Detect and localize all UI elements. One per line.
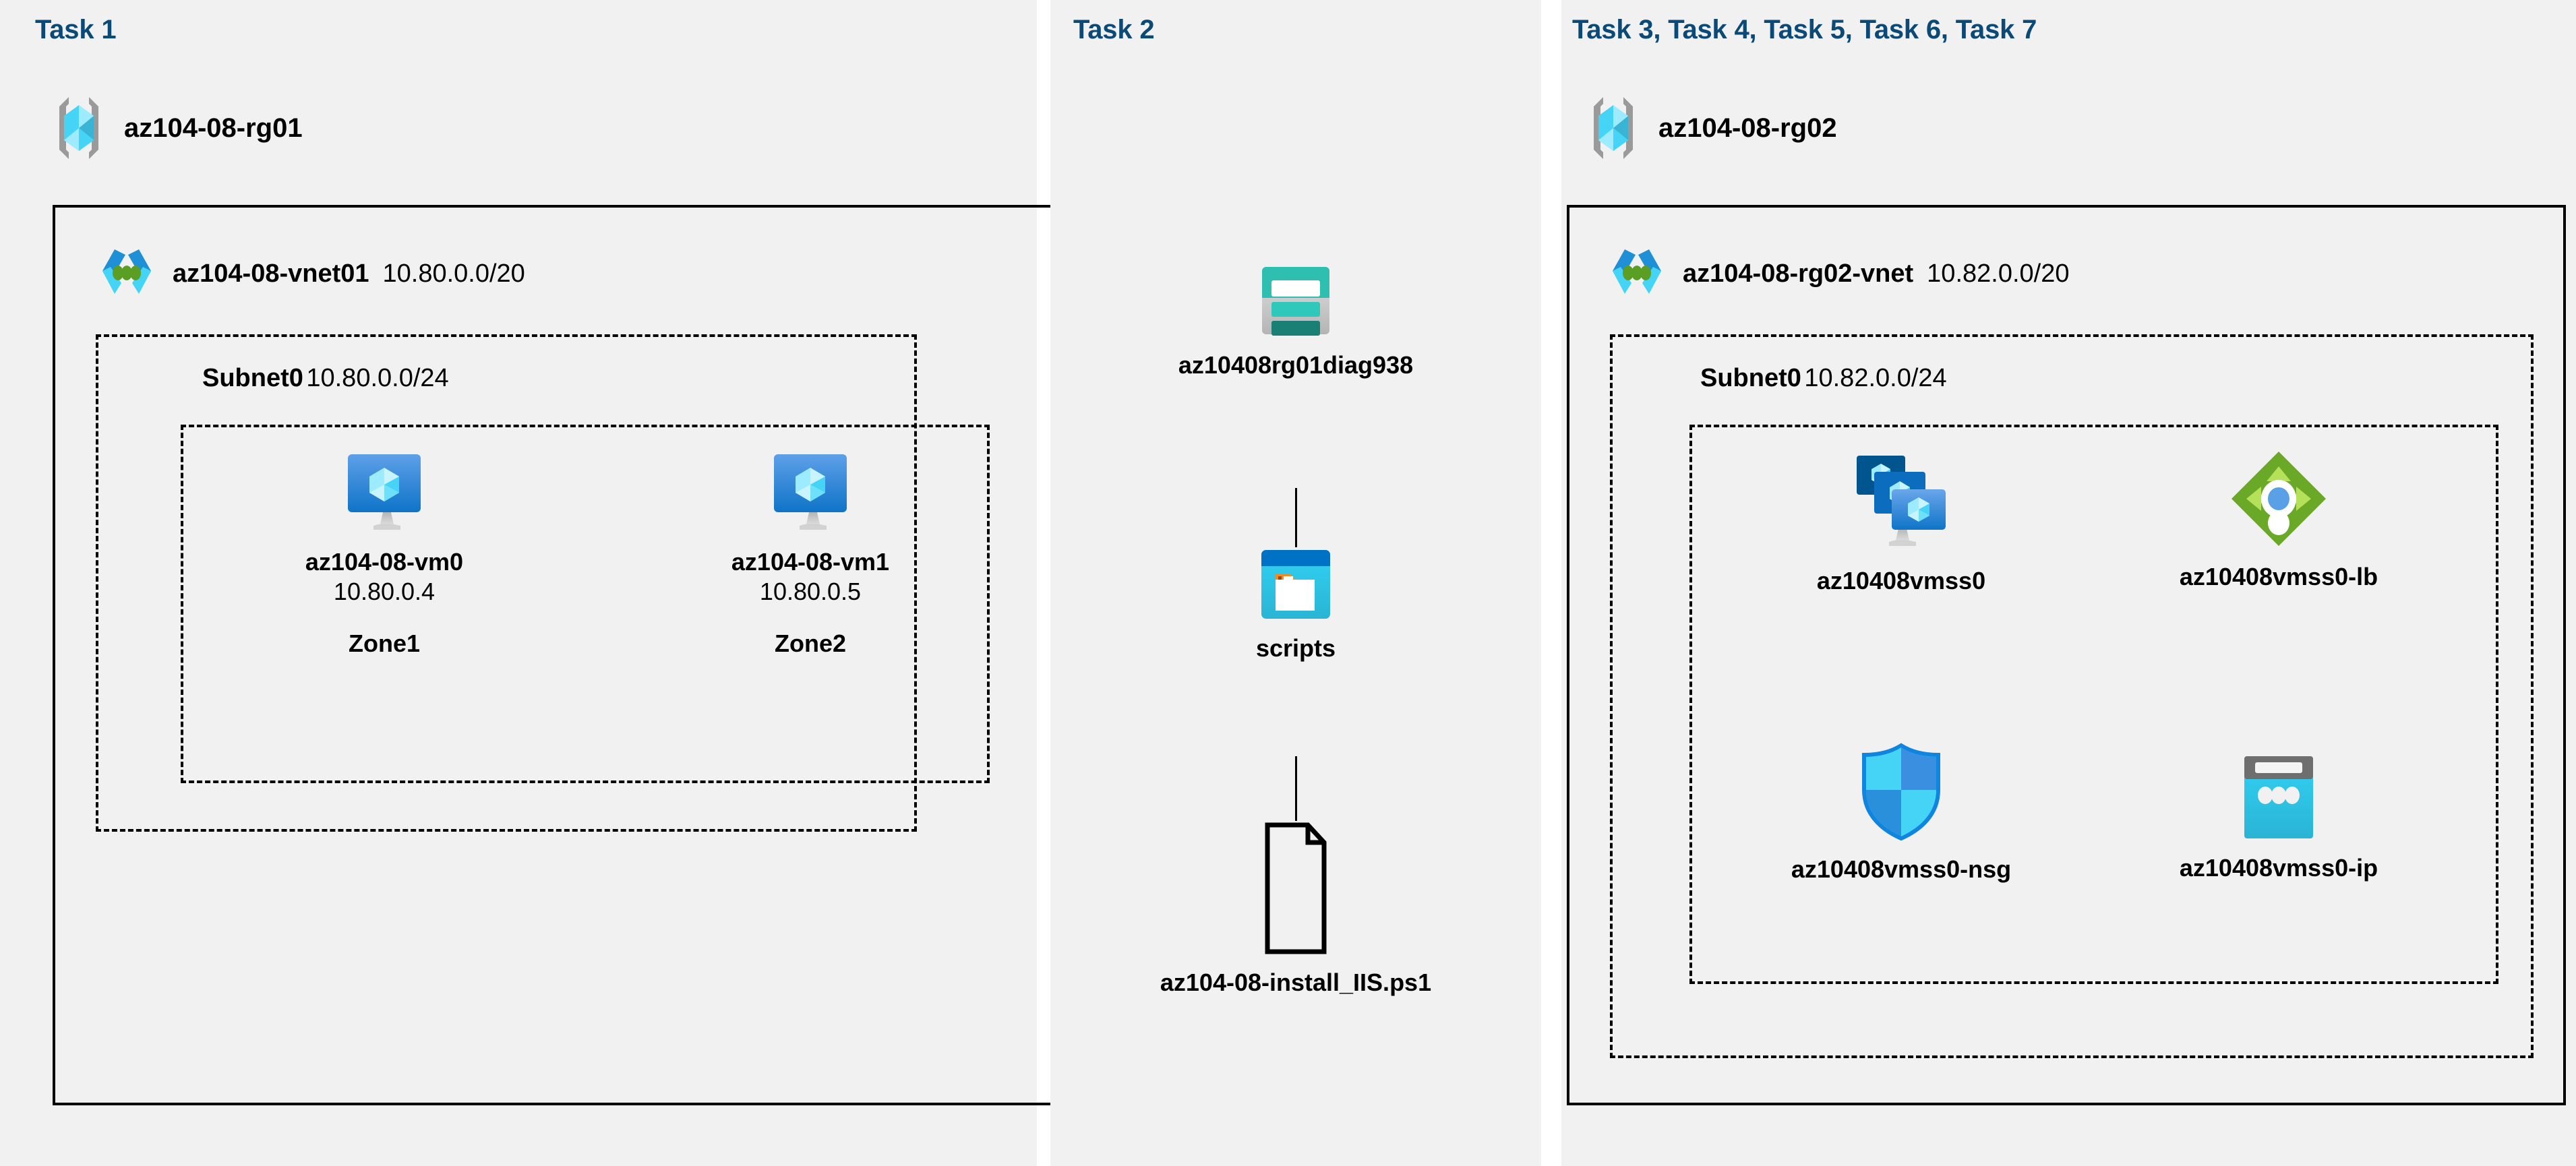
load-balancer-label: az10408vmss0-lb [2179, 563, 2378, 590]
virtual-network-icon [1605, 241, 1669, 306]
availability-zones-container [181, 425, 990, 783]
subnet-header-task1: Subnet0 10.80.0.0/24 [202, 364, 449, 393]
storage-account-label: az10408rg01diag938 [1178, 351, 1414, 379]
load-balancer-icon [2227, 448, 2330, 550]
vm-zone: Zone1 [348, 629, 420, 657]
vnet-name: az104-08-rg02-vnet [1683, 259, 1914, 288]
blob-container-node: scripts [1174, 547, 1417, 663]
file-node: az104-08-install_IIS.ps1 [1160, 821, 1431, 998]
network-security-group-icon [1857, 741, 1945, 842]
resource-group-az104-08-rg02: az104-08-rg02 [1583, 94, 1837, 162]
public-ip-label: az10408vmss0-ip [2179, 854, 2378, 882]
vm-scale-set-icon [1851, 453, 1951, 554]
task-3-7-title: Task 3, Task 4, Task 5, Task 6, Task 7 [1572, 15, 2037, 44]
blob-container-label: scripts [1255, 634, 1336, 662]
file-document-icon [1252, 821, 1340, 956]
subnet-cidr: 10.82.0.0/24 [1804, 364, 1947, 392]
public-ip-address-icon [2231, 754, 2327, 841]
subnet-cidr: 10.80.0.0/24 [306, 364, 449, 392]
virtual-network-icon [94, 241, 159, 306]
blob-container-icon [1259, 547, 1333, 621]
resource-group-label: az104-08-rg01 [124, 113, 303, 143]
vmss-resources-container [1689, 425, 2498, 984]
connector-storage-to-container [1295, 488, 1297, 547]
subnet-container-task3-subnet0 [1610, 334, 2534, 1058]
file-label: az104-08-install_IIS.ps1 [1160, 969, 1432, 996]
storage-account-icon [1258, 264, 1334, 338]
panel-task-1 [0, 0, 1037, 1166]
vnet-header-az104-08-rg02-vnet: az104-08-rg02-vnet 10.82.0.0/20 [1605, 241, 2069, 306]
subnet-name: Subnet0 [202, 364, 303, 392]
connector-container-to-file [1295, 756, 1297, 821]
vm-zone: Zone2 [774, 629, 846, 657]
resource-group-icon [1583, 94, 1644, 162]
vnet-cidr: 10.82.0.0/20 [1927, 259, 2070, 288]
vm-node-az104-08-vm0: az104-08-vm0 10.80.0.4 Zone1 [270, 452, 499, 658]
vm-name: az104-08-vm0 [305, 548, 464, 576]
subnet-header-task3: Subnet0 10.82.0.0/24 [1700, 364, 1947, 393]
panel-task-3-7 [1561, 0, 2576, 1166]
vnet-container-az104-08-rg02-vnet [1567, 205, 2566, 1105]
task-2-title: Task 2 [1073, 15, 1155, 44]
nsg-node-az10408vmss0-nsg: az10408vmss0-nsg [1746, 741, 2056, 884]
storage-account-node: az10408rg01diag938 [1174, 264, 1417, 380]
load-balancer-node-az10408vmss0-lb: az10408vmss0-lb [2124, 448, 2434, 592]
vm-node-az104-08-vm1: az104-08-vm1 10.80.0.5 Zone2 [696, 452, 925, 658]
public-ip-node-az10408vmss0-ip: az10408vmss0-ip [2130, 754, 2427, 883]
vnet-cidr: 10.80.0.0/20 [382, 259, 525, 288]
vmss-node-az10408vmss0: az10408vmss0 [1760, 453, 2043, 596]
resource-group-label: az104-08-rg02 [1658, 113, 1837, 143]
vnet-header-az104-08-vnet01: az104-08-vnet01 10.80.0.0/20 [94, 241, 525, 306]
vm-ip: 10.80.0.5 [759, 577, 862, 605]
subnet-name: Subnet0 [1700, 364, 1801, 392]
nsg-label: az10408vmss0-nsg [1791, 855, 2012, 883]
vmss-label: az10408vmss0 [1816, 567, 1986, 594]
resource-group-az104-08-rg01: az104-08-rg01 [49, 94, 303, 162]
virtual-machine-icon [344, 452, 425, 535]
task-1-title: Task 1 [35, 15, 117, 44]
vm-ip: 10.80.0.4 [333, 577, 436, 605]
vnet-name: az104-08-vnet01 [173, 259, 369, 288]
vm-name: az104-08-vm1 [731, 548, 890, 576]
virtual-machine-icon [770, 452, 851, 535]
subnet-container-task1-subnet0 [96, 334, 917, 832]
resource-group-icon [49, 94, 109, 162]
